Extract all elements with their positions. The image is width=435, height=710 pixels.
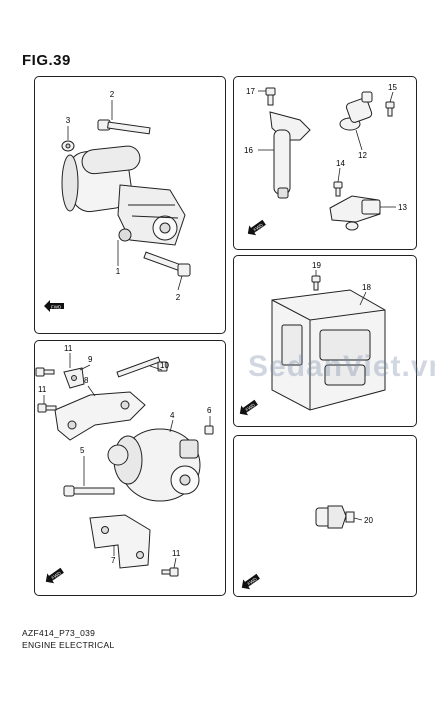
alternator-pivot-bolt <box>63 485 115 497</box>
callout-1: 1 <box>116 267 121 276</box>
callout-14: 14 <box>336 159 345 168</box>
alternator <box>107 428 201 502</box>
sensor-bolt-lower <box>333 181 343 197</box>
crankshaft-position-sensor <box>329 195 381 231</box>
figure-caption: ENGINE ELECTRICAL <box>22 640 115 650</box>
starter-nut <box>61 140 75 152</box>
starter-motor <box>61 145 186 246</box>
fwd-label: FWD <box>253 222 265 232</box>
callout-10: 10 <box>160 361 169 370</box>
fwd-arrow-panel-3: FWD <box>236 397 260 419</box>
bracket-bolt-c <box>161 567 179 577</box>
oil-pressure-switch <box>315 505 355 529</box>
figure-title: FIG.39 <box>22 52 71 69</box>
callout-12: 12 <box>358 151 367 160</box>
fwd-label: FWD <box>247 576 259 586</box>
alternator-long-bolt <box>116 356 168 378</box>
alternator-lower-bracket <box>89 514 151 569</box>
alternator-terminal <box>204 425 214 435</box>
callout-11-mid: 11 <box>38 385 47 394</box>
bracket-bolt-b <box>37 403 57 413</box>
fwd-arrow-panel-1: FWD <box>44 300 64 312</box>
figure-code: AZF414_P73_039 <box>22 628 96 638</box>
fwd-label: FWD <box>51 570 63 580</box>
callout-7: 7 <box>111 556 116 565</box>
callout-19: 19 <box>312 261 321 270</box>
callout-13: 13 <box>398 203 407 212</box>
callout-11-top: 11 <box>64 344 73 353</box>
callout-20: 20 <box>364 516 373 525</box>
engine-control-module <box>271 289 386 411</box>
starter-bolt-upper <box>97 119 151 135</box>
callout-9: 9 <box>88 355 93 364</box>
coil-bolt <box>265 87 276 106</box>
bracket-bolt-a <box>35 367 55 377</box>
callout-5: 5 <box>80 446 85 455</box>
callout-18: 18 <box>362 283 371 292</box>
alternator-bracket <box>54 391 146 441</box>
starter-bolt-lower <box>143 251 191 277</box>
callout-2-lower: 2 <box>176 293 181 302</box>
callout-15: 15 <box>388 83 397 92</box>
callout-17: 17 <box>246 87 255 96</box>
fwd-arrow-panel-2: FWD <box>244 217 268 239</box>
fwd-arrow-panel-5: FWD <box>238 571 262 593</box>
fwd-label: FWD <box>51 304 62 309</box>
ecm-bolt <box>311 275 321 291</box>
callout-8: 8 <box>84 376 89 385</box>
fwd-label: FWD <box>245 402 257 412</box>
callout-11-bottom: 11 <box>172 549 181 558</box>
callout-4: 4 <box>170 411 175 420</box>
adjusting-plate <box>63 367 85 389</box>
callout-6: 6 <box>207 406 212 415</box>
callout-3: 3 <box>66 116 71 125</box>
ignition-coil <box>269 111 311 199</box>
fwd-arrow-panel-4: FWD <box>42 565 66 587</box>
camshaft-position-sensor <box>339 91 373 131</box>
watermark: SedanViet.vn <box>248 350 435 383</box>
callout-2-upper: 2 <box>110 90 115 99</box>
sensor-bolt-upper <box>385 101 395 117</box>
callout-16: 16 <box>244 146 253 155</box>
